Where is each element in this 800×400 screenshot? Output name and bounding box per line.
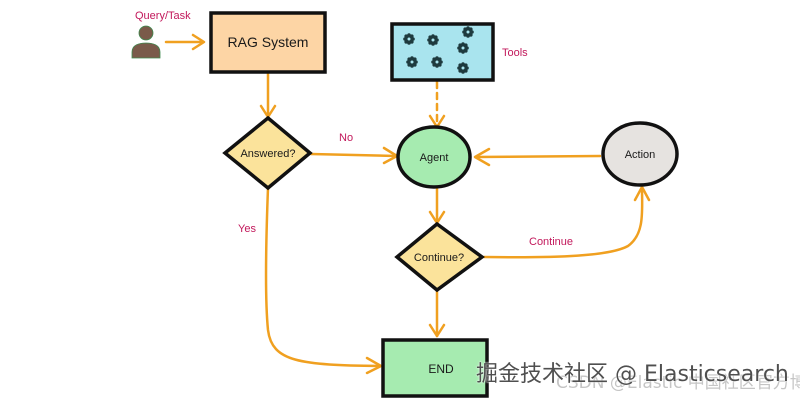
rag-system-label: RAG System xyxy=(228,34,309,50)
end-label: END xyxy=(428,362,454,376)
gear-icon xyxy=(431,56,443,68)
answered-label: Answered? xyxy=(240,148,295,160)
edge-label-yes: Yes xyxy=(238,223,256,235)
gear-icon xyxy=(406,56,418,68)
tools-node xyxy=(390,22,495,82)
gear-icon xyxy=(457,62,469,74)
edge-answered-to-agent xyxy=(309,146,399,165)
action-label: Action xyxy=(625,149,656,161)
edge-user-to-rag xyxy=(164,33,206,51)
edge-label-no: No xyxy=(339,132,353,144)
edge-action-to-agent xyxy=(473,147,602,167)
action-node: Action xyxy=(601,121,679,187)
watermark-juejin: 掘金技术社区 @ Elasticsearch xyxy=(476,362,789,387)
gear-icon xyxy=(462,26,474,38)
edge-label-continue: Continue xyxy=(529,236,573,248)
agent-label: Agent xyxy=(420,152,449,164)
edge-agent-to-continue xyxy=(428,184,446,225)
continue-decision-node: Continue? xyxy=(394,221,485,293)
watermark-csdn: CSDN @Elastic 中国社区官方博客 xyxy=(556,373,800,393)
rag-system-node: RAG System xyxy=(209,11,327,74)
tools-label: Tools xyxy=(502,47,528,59)
edge-tools-to-agent xyxy=(428,80,446,129)
edge-continue-to-end xyxy=(428,289,446,338)
edge-rag-to-answered xyxy=(259,72,277,119)
gear-icon xyxy=(427,34,439,46)
continue-label: Continue? xyxy=(414,252,464,264)
edge-continue-to-action xyxy=(482,185,651,259)
gears-group xyxy=(403,26,474,74)
edge-answered-to-end xyxy=(264,186,383,375)
gear-icon xyxy=(457,42,469,54)
gear-icon xyxy=(403,33,415,45)
agent-node: Agent xyxy=(396,125,472,189)
user-icon xyxy=(131,25,161,59)
answered-decision-node: Answered? xyxy=(222,115,313,191)
end-node: END xyxy=(381,338,489,398)
user-label: Query/Task xyxy=(135,10,191,22)
